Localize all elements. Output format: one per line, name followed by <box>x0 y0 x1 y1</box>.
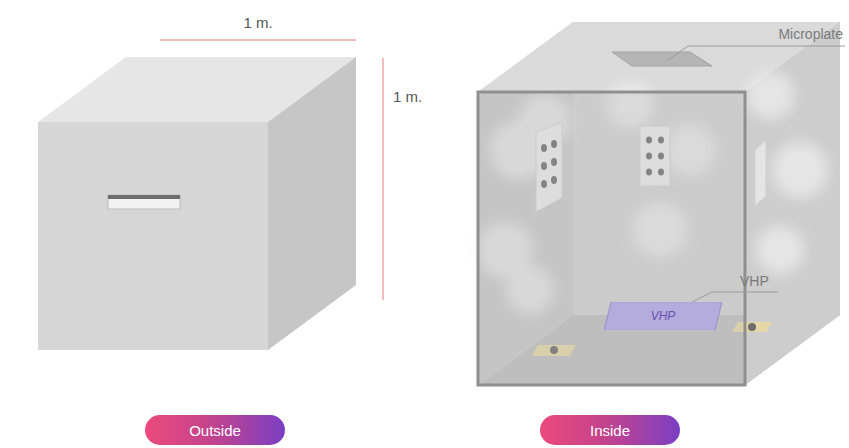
leader-line <box>692 292 778 302</box>
dimension-line <box>383 58 384 300</box>
rack-bar <box>755 140 766 206</box>
cube-side <box>268 57 356 350</box>
fan <box>748 323 756 331</box>
microplate <box>612 52 712 66</box>
generator-body <box>604 302 722 330</box>
dimension-line <box>160 40 356 41</box>
leader-line <box>668 46 845 60</box>
slot <box>108 195 180 209</box>
vhp-generator: VHP <box>604 302 722 330</box>
section-pill: Outside <box>145 415 285 445</box>
smoke-puff <box>772 142 828 198</box>
smoke-puff <box>746 71 794 119</box>
node-label: Outside <box>189 422 241 439</box>
section-pill: Inside <box>540 415 680 445</box>
node-label: Inside <box>590 422 630 439</box>
node-label: VHP <box>651 309 676 323</box>
dimension-label: 1 m. <box>393 88 422 105</box>
dimension-label: 1 m. <box>243 14 272 31</box>
callout-label: Microplate <box>778 26 843 42</box>
slot-shadow <box>108 195 180 199</box>
callout-label: VHP <box>740 273 769 289</box>
smoke-puff <box>756 226 804 274</box>
front-glass <box>478 92 745 385</box>
cube-front <box>38 122 268 350</box>
